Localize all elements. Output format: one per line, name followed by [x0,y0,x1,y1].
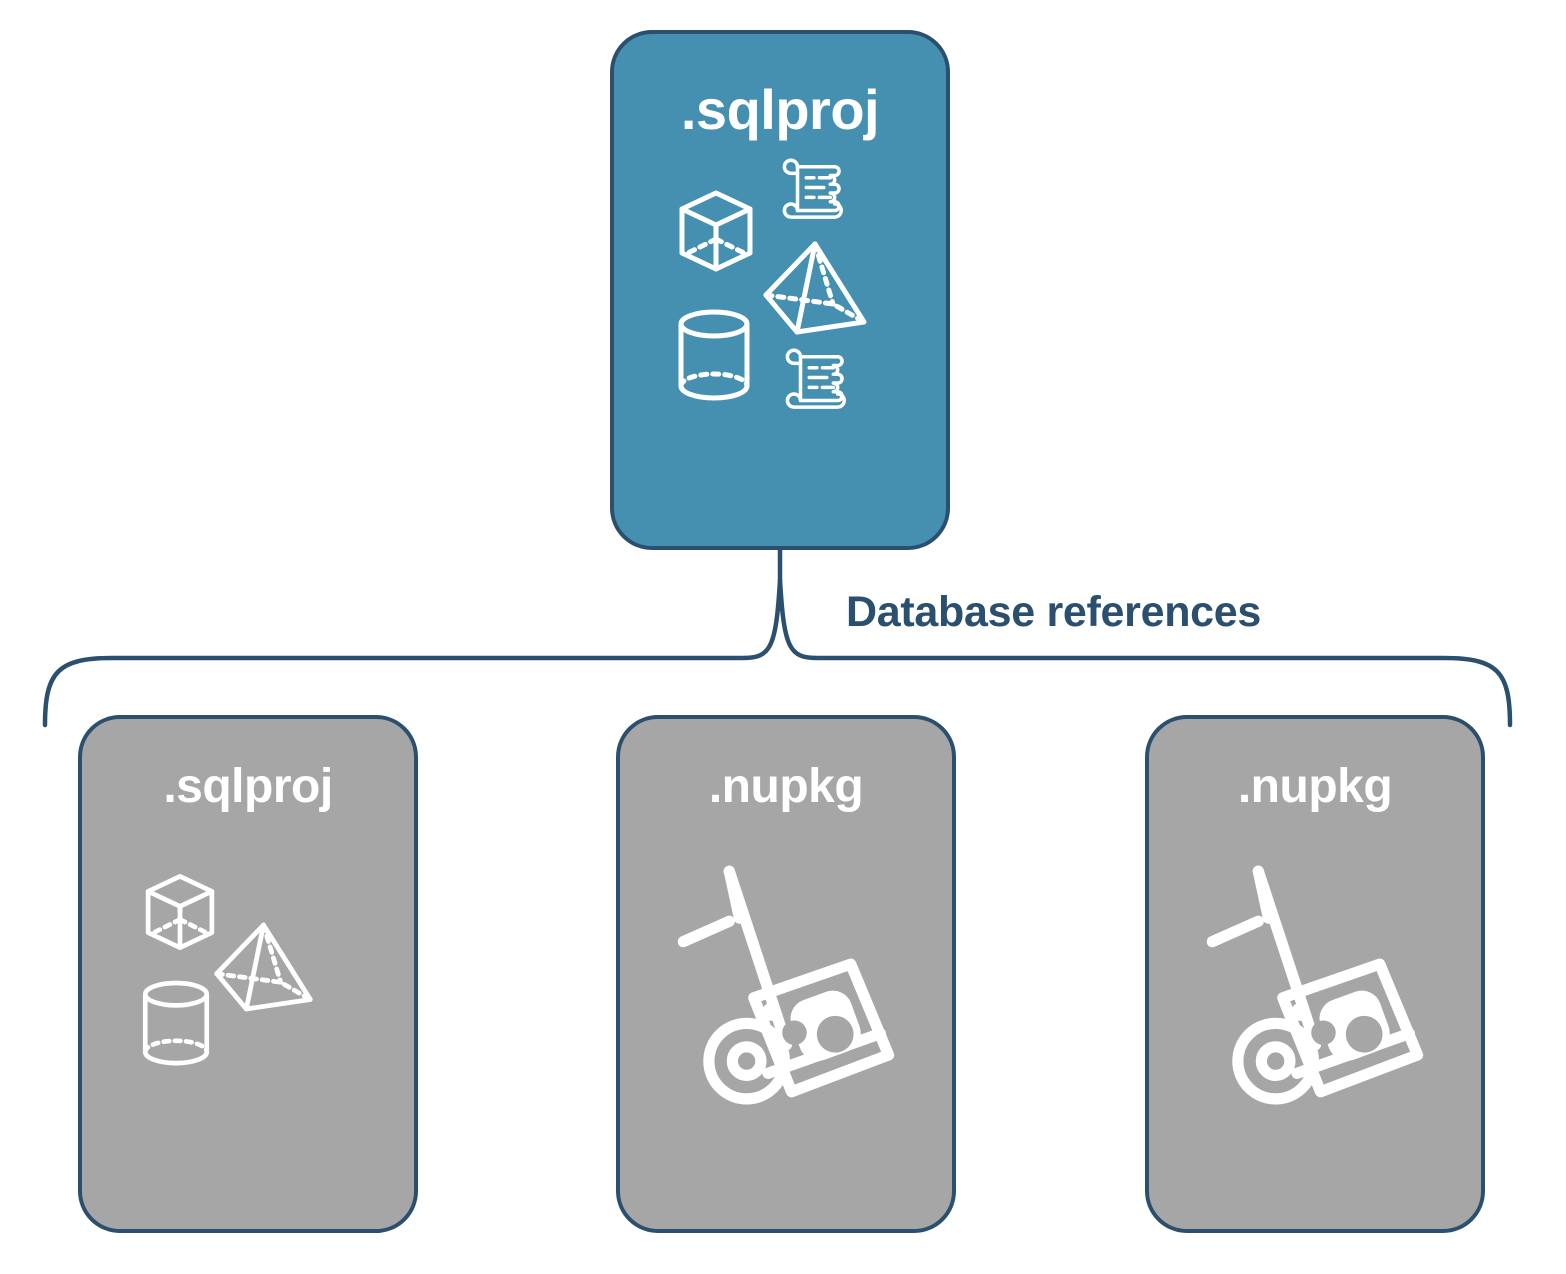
reference-icon-group [661,837,911,1105]
hand-truck-package-icon [677,865,895,1105]
connector-brace [42,577,1513,728]
hand-truck-package-icon [1206,865,1424,1105]
node-title: .sqlproj [163,760,333,813]
script-scroll-icon [785,348,846,409]
reference-icon-group [1190,837,1440,1105]
cube-icon [145,874,215,950]
cylinder-icon [678,309,750,401]
root-icon-group [665,158,895,428]
node-sqlproj-root[interactable]: .sqlproj [610,30,950,550]
script-scroll-icon [782,158,843,219]
node-title: .sqlproj [680,78,880,141]
pyramid-icon [214,922,313,1012]
node-title: .nupkg [708,760,864,813]
connector-label: Database references [846,588,1261,636]
cylinder-icon [142,980,210,1066]
node-title: .nupkg [1237,760,1393,813]
node-reference-sqlproj[interactable]: .sqlproj [78,715,418,1233]
node-reference-nupkg-2[interactable]: .nupkg [1145,715,1485,1233]
node-reference-nupkg-1[interactable]: .nupkg [616,715,956,1233]
cube-icon [679,190,753,272]
reference-icon-group [123,837,373,1097]
pyramid-icon [763,241,867,335]
